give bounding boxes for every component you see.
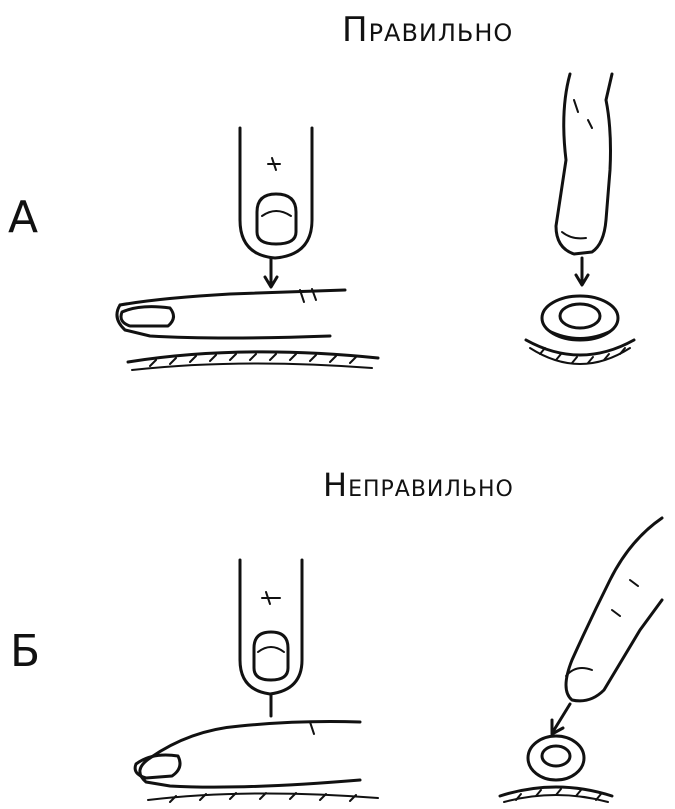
a-vertical-finger-illustration xyxy=(117,128,378,370)
a-round-object-illustration xyxy=(526,74,634,364)
b-angled-finger-illustration xyxy=(500,518,662,802)
b-vertical-finger-illustration xyxy=(135,560,378,802)
